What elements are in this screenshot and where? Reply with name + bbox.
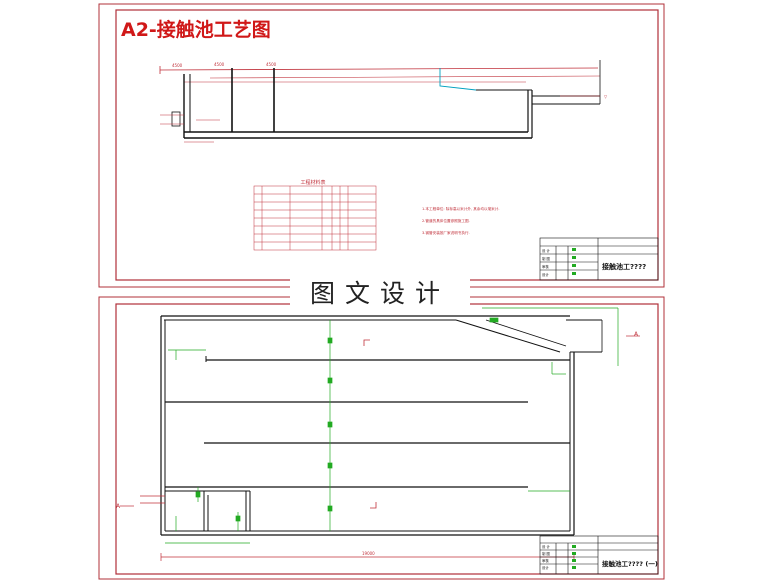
watermark-text: 图文设计	[309, 279, 450, 308]
top-sheet-title: A2-接触池工艺图	[121, 18, 271, 41]
svg-text:▽: ▽	[604, 94, 608, 99]
svg-text:A: A	[634, 331, 639, 338]
plan-overall-dimension: 19000 A A	[116, 331, 640, 561]
material-table: 工程材料表	[253, 179, 377, 251]
plan-dimensions	[165, 307, 619, 544]
top-row-label-4: 设计	[542, 272, 549, 277]
note-1: 1.本工程单位: 除标高以米计外, 其余均以毫米计.	[422, 206, 500, 211]
plan-view	[140, 315, 603, 536]
top-row-label-2: 制 图	[542, 256, 550, 261]
top-row-label-3: 审核	[542, 264, 549, 269]
note-2: 2.管道的具体位置参照施工图.	[422, 218, 470, 223]
bottom-row-label-2: 制 图	[542, 551, 550, 556]
bottom-row-label-1: 设 计	[542, 544, 550, 549]
top-row-label-1: 设 计	[542, 248, 550, 253]
svg-text:4500: 4500	[172, 63, 183, 68]
svg-text:A: A	[116, 503, 121, 510]
bottom-sheet-inner-border	[115, 303, 659, 575]
top-title-block: 设 计 制 图 审核 设计 接触池工????	[539, 237, 659, 281]
note-3: 3.钢管安装按厂家说明书执行.	[422, 230, 470, 235]
top-sheet-outer-border	[98, 3, 665, 288]
bottom-title-block: 设 计 制 图 审核 设计 接触池工???? (一)	[539, 535, 659, 575]
svg-text:4500: 4500	[214, 62, 225, 67]
svg-text:19000: 19000	[362, 551, 375, 556]
bottom-row-label-3: 审核	[542, 558, 549, 563]
section-view: 4500 4500 4500	[159, 60, 608, 143]
material-table-title: 工程材料表	[300, 179, 325, 186]
notes: 1.本工程单位: 除标高以米计外, 其余均以毫米计. 2.管道的具体位置参照施工…	[422, 206, 500, 235]
bottom-sheet-outer-border	[98, 296, 665, 580]
top-sheet: A2-接触池工艺图 4500 4500 4500	[98, 3, 665, 288]
bottom-drawing-name: 接触池工???? (一)	[602, 559, 658, 568]
bottom-sheet: 19000 A A 设 计 制 图 审核 设计	[98, 296, 665, 580]
top-drawing-name: 接触池工????	[602, 262, 646, 271]
watermark-banner: 图文设计	[290, 272, 470, 312]
svg-text:4500: 4500	[266, 62, 277, 67]
bottom-row-label-4: 设计	[542, 565, 549, 570]
top-sheet-inner-border	[115, 9, 659, 281]
